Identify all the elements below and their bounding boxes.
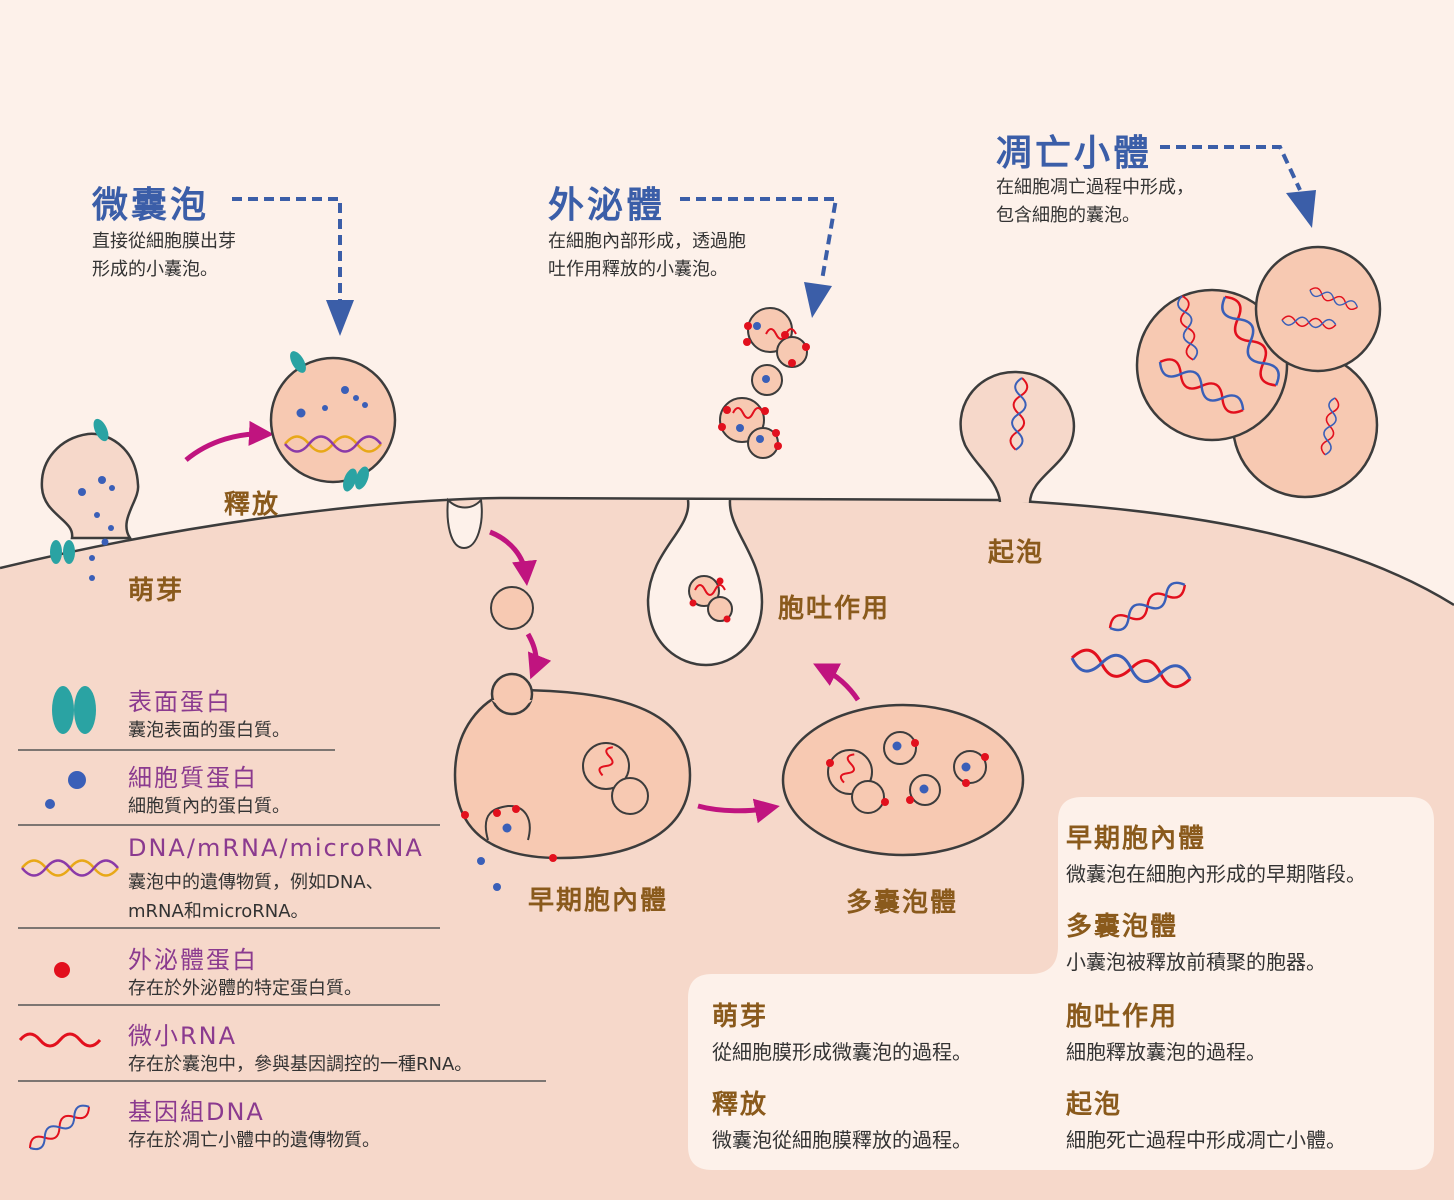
legend-desc-surface-protein: 囊泡表面的蛋白質。 — [128, 720, 290, 741]
legend-desc-exosome-protein: 存在於外泌體的特定蛋白質。 — [128, 978, 362, 999]
exosome-desc-2: 吐作用釋放的小囊泡。 — [548, 259, 728, 280]
glossary-title-blebbing: 起泡 — [1066, 1090, 1123, 1120]
legend-title-genomic-dna: 基因組DNA — [128, 1098, 265, 1126]
microvesicle-contents — [296, 386, 368, 418]
glossary-title-budding: 萌芽 — [712, 1002, 769, 1032]
exocytosis-arrow — [813, 663, 861, 702]
cell-membrane — [0, 496, 1454, 607]
endocytic-vesicle — [490, 586, 534, 630]
exosome-dashed-arrow — [680, 197, 839, 281]
microvesicle-arrowhead — [326, 300, 354, 336]
surface-protein-bud — [50, 418, 109, 564]
endocytosis-arrow-1 — [489, 529, 537, 586]
legend-desc-genomic-dna: 存在於凋亡小體中的遺傳物質。 — [128, 1130, 380, 1151]
microvesicle-title: 微囊泡 — [92, 185, 210, 226]
apoptotic-arrowhead — [1286, 190, 1316, 228]
exocytosis-label: 胞吐作用 — [778, 594, 891, 624]
microvesicle — [269, 356, 397, 484]
early-endosome-label: 早期胞內體 — [528, 886, 669, 916]
legend-title-exosome-protein: 外泌體蛋白 — [128, 946, 258, 974]
glossary-desc-exocytosis: 細胞釋放囊泡的過程。 — [1066, 1040, 1266, 1064]
glossary-title-early-endosome: 早期胞內體 — [1066, 824, 1207, 854]
glossary-desc-budding: 從細胞膜形成微囊泡的過程。 — [712, 1040, 972, 1064]
exosome-title: 外泌體 — [548, 185, 666, 226]
glossary-title-exocytosis: 胞吐作用 — [1066, 1002, 1179, 1032]
glossary-box — [688, 797, 1434, 1170]
maturation-arrow — [697, 798, 780, 824]
exosome-protein-icon — [54, 962, 70, 978]
microvesicle-surface-proteins — [290, 351, 369, 492]
legend-title-nucleic-acid: DNA/mRNA/microRNA — [128, 834, 424, 862]
cytoplasmic-protein-icon — [45, 771, 86, 809]
exosome-cytoplasmic-released — [736, 322, 770, 443]
endocytosis-arrow-2 — [525, 632, 552, 680]
microvesicle-desc-1: 直接從細胞膜出芽 — [92, 231, 236, 252]
legend-title-surface-protein: 表面蛋白 — [128, 688, 232, 716]
microrna-icon — [18, 1032, 102, 1048]
endocytic-pit — [446, 497, 483, 550]
apoptotic-desc-1: 在細胞凋亡過程中形成， — [996, 177, 1194, 198]
release-arrow — [184, 420, 274, 462]
legend-desc-nucleic-acid: 囊泡中的遺傳物質，例如DNA、 — [128, 872, 384, 893]
apoptotic-desc-2: 包含細胞的囊泡。 — [996, 205, 1140, 226]
microvesicle-desc-2: 形成的小囊泡。 — [92, 259, 218, 280]
multivesicular-body — [781, 703, 1025, 857]
glossary-desc-mvb: 小囊泡被釋放前積聚的胞器。 — [1066, 950, 1326, 974]
budding-vesicle — [40, 432, 140, 540]
legend-title-cytoplasmic-protein: 細胞質蛋白 — [128, 764, 258, 792]
apoptotic-bleb — [959, 370, 1076, 504]
legend-desc2-nucleic-acid: mRNA和microRNA。 — [128, 901, 309, 922]
exocytosis-exosomes — [688, 575, 733, 622]
glossary-desc-early-endosome: 微囊泡在細胞內形成的早期階段。 — [1066, 862, 1366, 886]
apoptotic-dashed-arrow — [1160, 145, 1302, 191]
apoptotic-bodies — [1135, 245, 1382, 499]
early-endosome-bud — [490, 672, 534, 716]
glossary-title-release: 釋放 — [712, 1090, 769, 1120]
legend-desc-cytoplasmic-protein: 細胞質內的蛋白質。 — [128, 796, 290, 817]
release-label: 釋放 — [224, 490, 281, 520]
apoptotic-title: 凋亡小體 — [996, 133, 1153, 174]
exosome-arrowhead — [804, 282, 832, 318]
legend-dividers — [18, 749, 546, 1082]
budding-label: 萌芽 — [128, 576, 185, 606]
legend-title-microrna: 微小RNA — [128, 1022, 238, 1050]
cytoplasmic-proteins-bud — [78, 476, 115, 581]
glossary-desc-release: 微囊泡從細胞膜釋放的過程。 — [712, 1128, 972, 1152]
glossary-desc-blebbing: 細胞死亡過程中形成凋亡小體。 — [1066, 1128, 1346, 1152]
mvb-label: 多囊泡體 — [846, 888, 959, 918]
microvesicle-dashed-arrow — [232, 197, 342, 302]
legend-desc-microrna: 存在於囊泡中，參與基因調控的一種RNA。 — [128, 1054, 473, 1075]
blebbing-label: 起泡 — [988, 538, 1045, 568]
exosome-desc-1: 在細胞內部形成，透過胞 — [548, 231, 746, 252]
glossary-title-mvb: 多囊泡體 — [1066, 912, 1179, 942]
surface-protein-icon — [52, 686, 96, 734]
